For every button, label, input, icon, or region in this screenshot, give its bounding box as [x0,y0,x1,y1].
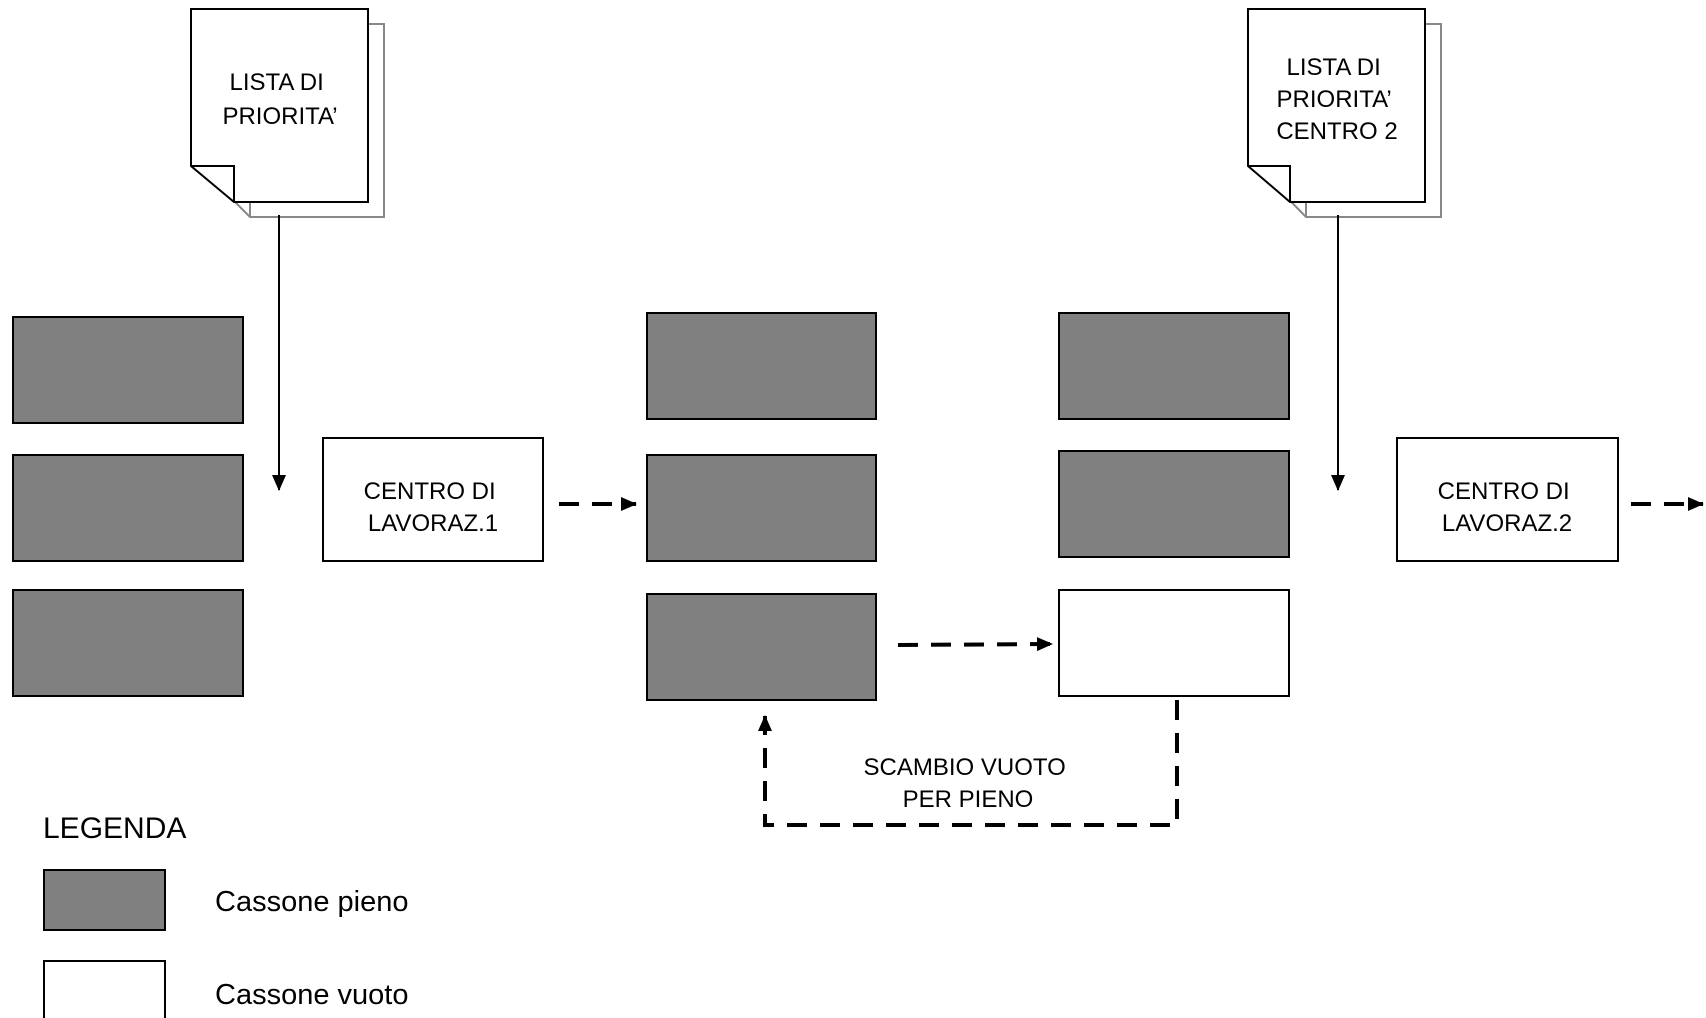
swap-line1: SCAMBIO VUOTO [864,754,1066,781]
document-front-fold [191,165,235,202]
full-bin [12,316,244,424]
svg-text:CENTRO DI LAVORAZ.2: CENTRO DI LAVORAZ.2 [1438,478,1577,537]
full-bin [646,454,877,562]
full-bin [1058,450,1290,558]
full-bin [1058,312,1290,420]
empty-bin [1058,589,1290,697]
document-front-fold [1248,165,1291,202]
swap-line2: PER PIENO [903,786,1034,813]
svg-text:SCAMBIO VUOTO PER PIENO: SCAMBIO VUOTO PER PIENO [864,754,1073,813]
doc2-line1: LISTA DI [1287,54,1381,81]
svg-text:LISTA DI PRIORITA’: LISTA DI PRIORITA’ CENTRO 2 [1276,54,1397,145]
work-center-1-box [322,437,544,562]
full-bin [12,454,244,562]
doc1-line2: PRIORITA’ [222,103,337,130]
legend: LEGENDA Cassone pieno Cassone vuoto [43,812,408,1018]
document-front-sheet [190,8,369,203]
legend-full-label: Cassone pieno [215,886,408,918]
centro2-line2: LAVORAZ.2 [1442,510,1572,537]
document-front-sheet [1247,8,1426,203]
legend-empty-swatch [43,960,166,1018]
full-bin [646,593,877,701]
doc2-line3: CENTRO 2 [1276,118,1397,145]
work-center-2-box [1396,437,1619,562]
legend-full-swatch [43,869,166,931]
legend-empty-label: Cassone vuoto [215,979,408,1011]
priority-list-document-2: LISTA DI PRIORITA’ CENTRO 2 [1247,8,1442,218]
svg-text:CENTRO DI LAVORAZ.1: CENTRO DI LAVORAZ.1 [364,478,503,537]
centro2-line1: CENTRO DI [1438,478,1570,505]
svg-text:LISTA DI PRIORITA’: LISTA DI PRIORITA’ [222,69,337,130]
full-bin [12,589,244,697]
doc2-line2: PRIORITA’ [1277,86,1391,113]
doc1-line1: LISTA DI [230,69,324,96]
priority-list-document-1: LISTA DI PRIORITA’ [190,8,385,218]
centro1-line1: CENTRO DI [364,478,496,505]
swap-return-arrow [758,700,1179,827]
full-bin [646,312,877,420]
legend-title: LEGENDA [43,812,186,845]
centro1-line2: LAVORAZ.1 [368,510,498,537]
bin-transfer-arrow [897,637,1053,652]
